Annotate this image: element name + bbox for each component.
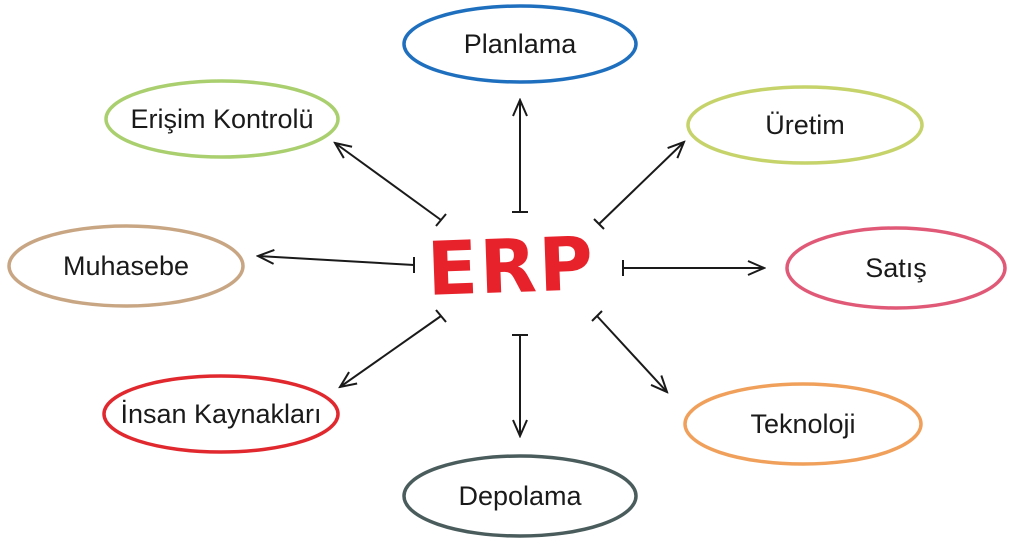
node-uretim-ellipse (686, 85, 924, 165)
node-depolama-label: Depolama (458, 481, 582, 511)
node-uretim: Üretim (686, 85, 924, 165)
node-depolama: Depolama (402, 454, 638, 538)
arrow-to-uretim (598, 142, 684, 225)
node-satis: Satış (785, 226, 1007, 310)
node-depolama-ellipse (402, 454, 638, 538)
node-teknoloji-ellipse (683, 382, 923, 466)
node-teknoloji: Teknoloji (683, 382, 923, 466)
node-insan-kaynaklari-ellipse (102, 374, 340, 454)
arrow-to-erisim-kontrolu (335, 143, 442, 221)
node-satis-label: Satış (865, 253, 927, 283)
arrow-to-insan-kaynaklari (340, 315, 442, 387)
node-planlama-label: Planlama (464, 29, 578, 59)
arrow-to-erisim-kontrolu-tail (435, 213, 447, 227)
node-muhasebe-label: Muhasebe (63, 251, 189, 281)
erp-center-label: ERP (426, 221, 597, 313)
node-erisim-kontrolu-label: Erişim Kontrolü (130, 104, 313, 134)
node-erisim-kontrolu-ellipse (104, 79, 340, 159)
connector-arrows (258, 100, 764, 436)
node-planlama: Planlama (402, 4, 638, 84)
node-muhasebe: Muhasebe (7, 224, 245, 308)
arrow-to-teknoloji-tail (591, 310, 603, 322)
node-erisim-kontrolu: Erişim Kontrolü (104, 79, 340, 159)
node-insan-kaynaklari: İnsan Kaynakları (102, 374, 340, 454)
node-satis-ellipse (785, 226, 1007, 310)
node-insan-kaynaklari-label: İnsan Kaynakları (120, 398, 321, 429)
node-uretim-label: Üretim (765, 110, 845, 140)
node-teknoloji-label: Teknoloji (750, 409, 855, 439)
arrow-to-uretim-tail (593, 218, 605, 230)
arrow-to-teknoloji (596, 315, 667, 392)
arrow-to-muhasebe (258, 256, 415, 266)
arrow-to-insan-kaynaklari-tail (435, 309, 447, 323)
node-muhasebe-ellipse (7, 224, 245, 308)
node-planlama-ellipse (402, 4, 638, 84)
